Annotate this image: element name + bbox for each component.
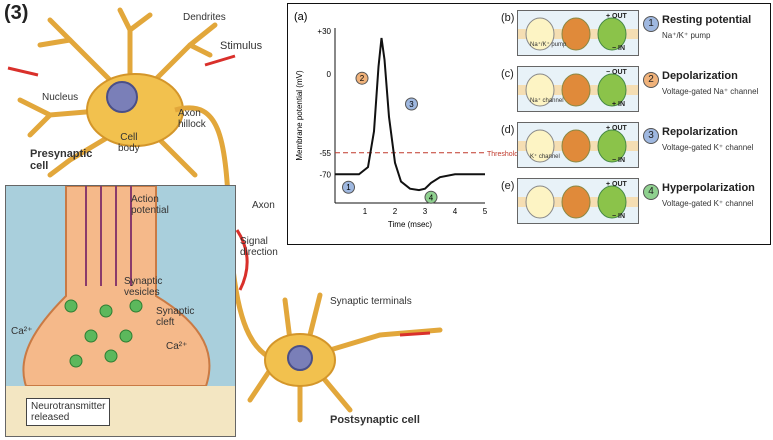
inside-charge: − IN xyxy=(612,45,626,52)
membrane-illustration xyxy=(518,73,638,107)
stage-title: Depolarization xyxy=(662,70,738,82)
x-tick-label: 5 xyxy=(483,207,488,216)
dendrites-label: Dendrites xyxy=(183,12,226,23)
postsynaptic-nucleus xyxy=(287,345,313,371)
x-tick-label: 1 xyxy=(363,207,368,216)
figure-number: (3) xyxy=(4,2,29,24)
membrane-illustration xyxy=(518,129,638,163)
chart-panel-label: (a) xyxy=(294,11,307,23)
stage-title: Hyperpolarization xyxy=(662,182,755,194)
stage-marker-label: 4 xyxy=(429,193,434,202)
synaptic-vesicles-label: Synaptic vesicles xyxy=(124,276,163,298)
y-axis-label: Membrane potential (mV) xyxy=(295,70,304,161)
stage-subtitle: Voltage-gated Na⁺ channel xyxy=(662,87,759,96)
postsynaptic-dendrites xyxy=(247,292,443,423)
synaptic-cleft-label: Synaptic cleft xyxy=(156,306,195,328)
nucleus-label: Nucleus xyxy=(42,92,79,103)
neurotransmitter-label: Neurotransmitter released xyxy=(26,398,111,426)
stage-tag: (e) xyxy=(501,180,515,192)
x-tick-label: 4 xyxy=(453,207,458,216)
inside-charge: − IN xyxy=(612,213,626,220)
stage-marker-1 xyxy=(342,180,355,194)
y-tick-label: -55 xyxy=(319,149,331,158)
calcium-right-label: Ca²⁺ xyxy=(166,341,188,352)
stage-number: 1 xyxy=(643,16,659,32)
x-tick-label: 2 xyxy=(393,207,398,216)
membrane-diagram: + OUT − IN xyxy=(517,178,639,224)
stage-marker-label: 1 xyxy=(346,183,351,192)
membrane-diagram: + OUT − IN K⁺ channel xyxy=(517,122,639,168)
nucleus xyxy=(106,81,138,113)
stage-title: Repolarization xyxy=(662,126,738,138)
stage-number: 2 xyxy=(643,72,659,88)
y-tick-label: 0 xyxy=(327,70,332,79)
presynaptic-dendrites xyxy=(17,7,218,178)
stage-tag: (b) xyxy=(501,12,515,24)
stage-marker-label: 3 xyxy=(409,100,414,109)
channel-label: Na⁺/K⁺ pump xyxy=(530,42,567,48)
presynaptic-cell-label: Presynaptic cell xyxy=(30,148,93,172)
stage-marker-3 xyxy=(405,97,418,111)
membrane-diagram: + OUT − IN Na⁺/K⁺ pump xyxy=(517,10,639,56)
inside-charge: + IN xyxy=(612,101,626,108)
y-tick-label: -70 xyxy=(319,170,331,179)
stimulus-arrow-left xyxy=(7,66,39,77)
axon-label: Axon xyxy=(252,200,275,211)
x-axis-label: Time (msec) xyxy=(388,220,432,229)
channel-label: Na⁺ channel xyxy=(530,98,564,104)
threshold-label: Threshold xyxy=(487,151,518,158)
stimulus-label: Stimulus xyxy=(220,40,263,52)
membrane-potential-line xyxy=(335,37,485,192)
y-tick-label: +30 xyxy=(317,27,331,36)
synapse-inset: Action potential Synaptic vesicles Synap… xyxy=(5,185,236,437)
membrane-illustration xyxy=(518,185,638,219)
outside-charge: + OUT xyxy=(606,13,627,20)
cell-body-label: Cell body xyxy=(118,132,140,154)
stage-marker-label: 2 xyxy=(360,74,365,83)
stage-tag: (c) xyxy=(501,68,514,80)
stage-subtitle: Na⁺/K⁺ pump xyxy=(662,31,711,40)
action-potential-label: Action potential xyxy=(131,194,169,216)
stage-marker-2 xyxy=(355,71,369,85)
signal-direction-arrow xyxy=(235,229,249,291)
inside-charge: − IN xyxy=(612,157,626,164)
stage-subtitle: Voltage-gated K⁺ channel xyxy=(662,199,754,208)
stimulus-arrow-right xyxy=(204,54,236,67)
signal-direction-label: Signal direction xyxy=(240,236,278,258)
output-arrow xyxy=(399,331,431,337)
stage-title: Resting potential xyxy=(662,14,752,26)
axon-hillock-label: Axon hillock xyxy=(178,108,206,130)
outside-charge: − OUT xyxy=(606,69,627,76)
membrane-illustration xyxy=(518,17,638,51)
stage-number: 3 xyxy=(643,128,659,144)
x-tick-label: 3 xyxy=(423,207,428,216)
outside-charge: + OUT xyxy=(606,181,627,188)
membrane-diagram: − OUT + IN Na⁺ channel xyxy=(517,66,639,112)
channel-label: K⁺ channel xyxy=(530,154,560,160)
postsynaptic-cell-label: Postsynaptic cell xyxy=(330,414,420,426)
stage-tag: (d) xyxy=(501,124,515,136)
stage-number: 4 xyxy=(643,184,659,200)
stage-subtitle: Voltage-gated K⁺ channel xyxy=(662,143,754,152)
stage-marker-4 xyxy=(424,190,438,204)
outside-charge: + OUT xyxy=(606,125,627,132)
calcium-left-label: Ca²⁺ xyxy=(11,326,33,337)
synaptic-terminals-label: Synaptic terminals xyxy=(330,296,412,307)
